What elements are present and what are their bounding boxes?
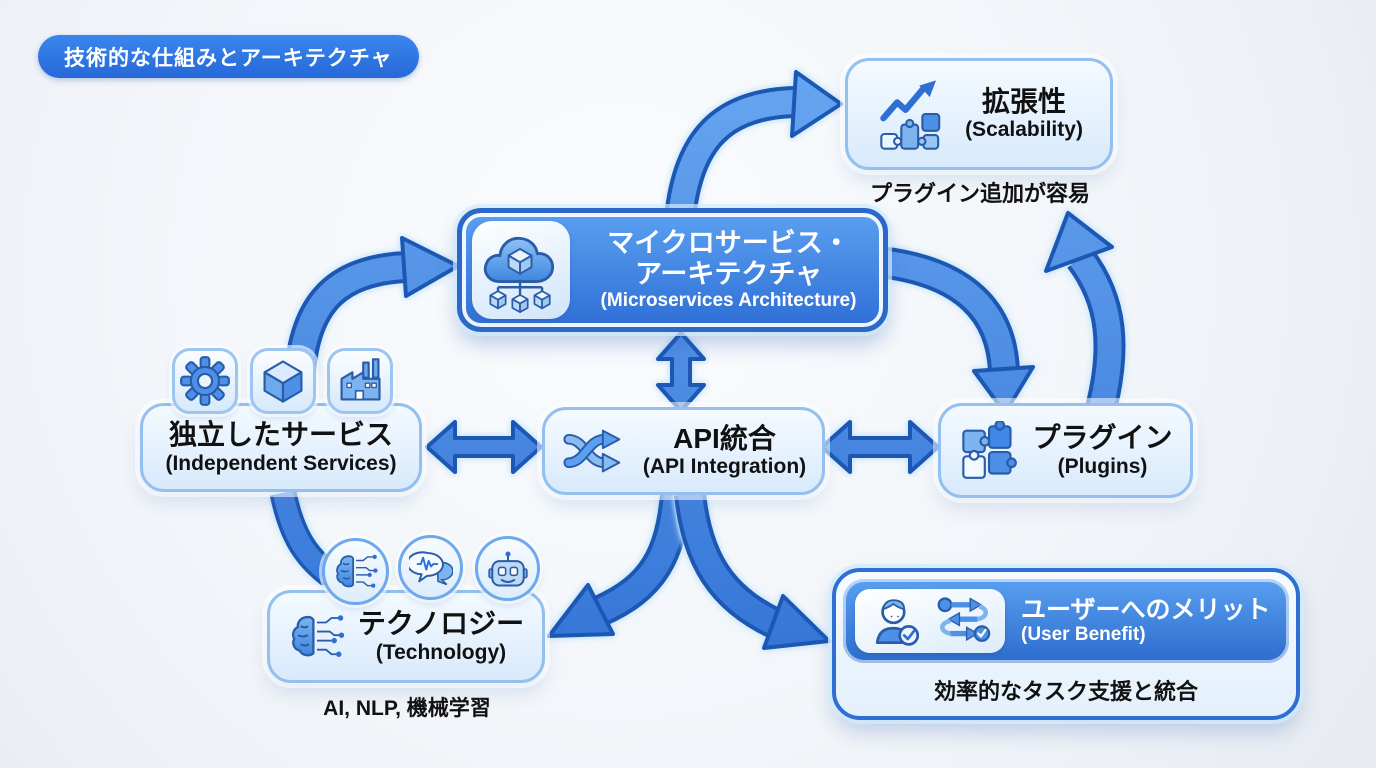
user-benefit-subtitle: (User Benefit) <box>1021 624 1146 646</box>
speech-wave-icon <box>408 550 453 585</box>
microservices-title-line2: アーキテクチャ <box>634 259 823 290</box>
robot-circle <box>475 536 540 601</box>
scalability-title: 拡張性 <box>981 85 1066 117</box>
workflow-check-icon <box>937 597 991 642</box>
arrow-microservices-to-scalability <box>664 70 843 220</box>
person-check-icon <box>875 599 920 646</box>
shuffle-arrows-icon <box>563 429 621 473</box>
brain-circuit-icon <box>291 614 345 657</box>
independent-services-title: 独立したサービス <box>168 419 393 451</box>
node-api-integration: API統合 (API Integration) <box>542 407 825 495</box>
microservices-subtitle: (Microservices Architecture) <box>600 290 857 312</box>
independent-services-subtitle: (Independent Services) <box>165 451 397 475</box>
arrow-independent-to-microservices <box>284 236 460 374</box>
microservices-title-line1: マイクロサービス・ <box>607 228 850 259</box>
scalability-caption: プラグイン追加が容易 <box>869 181 1090 206</box>
robot-icon <box>487 551 528 586</box>
node-plugins: プラグイン (Plugins) <box>938 403 1193 498</box>
page-title: 技術的な仕組みとアーキテクチャ <box>38 35 419 78</box>
cloud-cubes-icon <box>483 236 555 314</box>
node-microservices: マイクロサービス・ アーキテクチャ (Microservices Archite… <box>457 208 888 332</box>
api-integration-title: API統合 <box>673 422 776 454</box>
cube-tile <box>250 348 316 414</box>
brain-circuit-icon <box>335 554 378 588</box>
factory-tile <box>327 348 393 414</box>
technology-title: テクノロジー <box>357 608 525 640</box>
technology-subtitle: (Technology) <box>375 640 507 664</box>
scalability-subtitle: (Scalability) <box>965 118 1083 142</box>
arrow-microservices-to-plugins <box>877 246 1035 415</box>
arrow-api-plugins-bidirectional <box>820 420 940 474</box>
speech-circle <box>398 535 463 600</box>
brain-circle <box>322 538 389 605</box>
arrow-microservices-api-bidirectional <box>656 331 706 413</box>
user-benefit-header: ユーザーへのメリット (User Benefit) <box>843 579 1289 663</box>
node-independent-services: 独立したサービス (Independent Services) <box>140 403 422 492</box>
user-benefit-title: ユーザーへのメリット <box>1021 595 1271 624</box>
user-benefit-caption: 効率的なタスク支援と統合 <box>933 678 1198 704</box>
growth-chart-puzzle-icon <box>880 80 941 150</box>
puzzle-pieces-icon <box>962 420 1018 479</box>
plugins-subtitle: (Plugins) <box>1057 454 1148 478</box>
api-integration-subtitle: (API Integration) <box>642 455 807 479</box>
arrow-api-to-technology <box>547 492 692 638</box>
cube-icon <box>263 360 303 403</box>
node-technology: テクノロジー (Technology) <box>267 590 545 683</box>
arrow-independent-api-bidirectional <box>425 420 543 474</box>
gear-tile <box>172 348 238 414</box>
node-user-benefit: ユーザーへのメリット (User Benefit) 効率的なタスク支援と統合 <box>832 568 1300 720</box>
factory-icon <box>340 358 381 401</box>
node-scalability: 拡張性 (Scalability) <box>845 58 1113 170</box>
arrow-api-to-user-benefit <box>674 492 831 650</box>
technology-caption: AI, NLP, 機械学習 <box>323 697 491 720</box>
gear-icon <box>180 356 230 406</box>
user-benefit-icon-tile <box>855 589 1005 653</box>
plugins-title: プラグイン <box>1032 422 1173 454</box>
arrow-plugins-to-scalability <box>1044 211 1126 425</box>
